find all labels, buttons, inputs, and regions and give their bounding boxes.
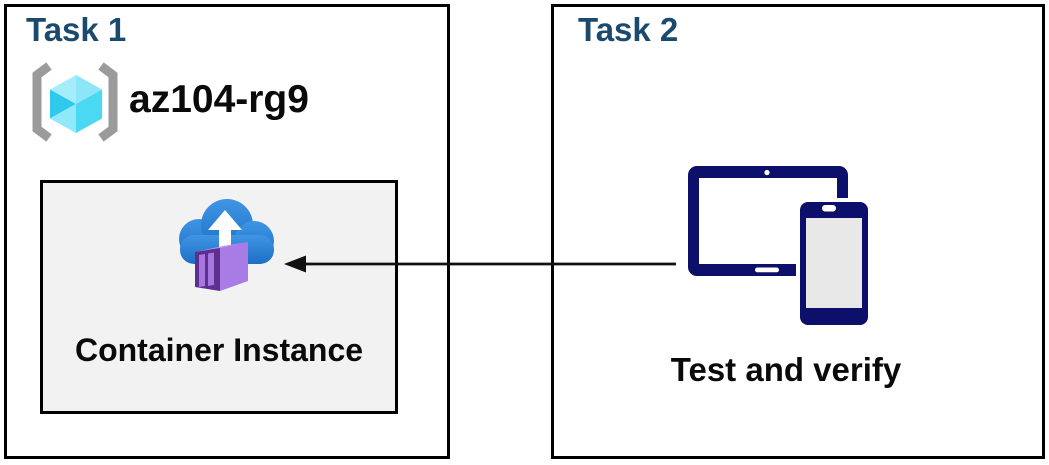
phone-icon bbox=[796, 198, 872, 327]
task2-title: Task 2 bbox=[578, 11, 679, 48]
test-and-verify-caption: Test and verify bbox=[670, 351, 902, 388]
container-box-icon bbox=[195, 242, 248, 291]
container-instance-upload-icon bbox=[179, 199, 274, 291]
resource-group-name: az104-rg9 bbox=[129, 78, 309, 121]
tablet-and-phone-icon bbox=[688, 166, 872, 327]
task1-title: Task 1 bbox=[26, 11, 127, 48]
resource-group-icon bbox=[32, 62, 118, 142]
container-instance-label: Container Instance bbox=[74, 332, 364, 368]
